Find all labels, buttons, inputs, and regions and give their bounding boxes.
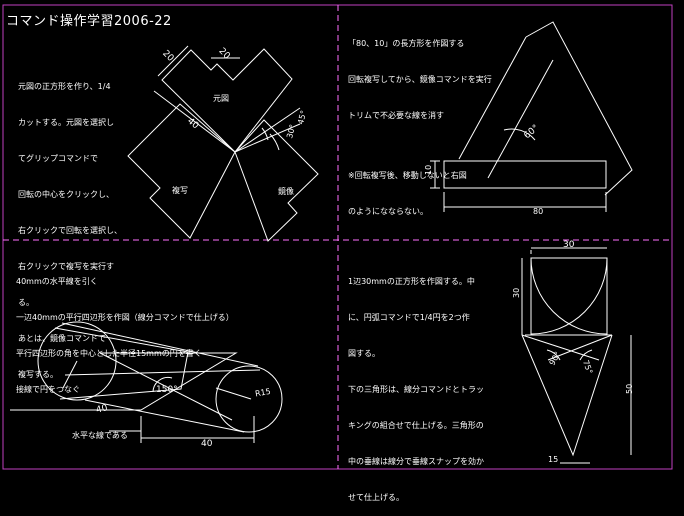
q1-dim-a: 20 [160, 49, 175, 64]
q1-label-copy: 複写 [172, 185, 188, 195]
q2-instructions: 「80、10」の長方形を作図する 回転複写してから、鏡像コマンドを実行 トリムで… [348, 14, 492, 230]
q4-line: せて仕上げる。 [348, 493, 404, 502]
q1-label-mirror: 鏡像 [278, 186, 294, 196]
q1-dim-e: 30° [285, 123, 297, 139]
q2-dim-width: 80 [533, 207, 543, 216]
q4-figure [521, 247, 632, 464]
q1-label-original: 元図 [213, 94, 229, 103]
q1-line: 回転の中心をクリックし、 [18, 190, 114, 199]
q4-dim-angle-2: 75° [581, 359, 594, 375]
q2-dim-angle: 60° [522, 123, 541, 141]
q1-line: カットする。元図を選択し [18, 118, 114, 127]
q1-line: る。 [18, 298, 34, 307]
q3-line: 40mmの水平線を引く [16, 277, 98, 286]
q3-dim-radius: R15 [254, 387, 271, 399]
q4-line: 下の三角形は、線分コマンドとトラッ [348, 385, 484, 394]
q4-line: に、円弧コマンドで1/4円を2つ作 [348, 313, 470, 322]
q1-dim-c: 40 [185, 116, 200, 131]
q4-instructions: 1辺30mmの正方形を作図する。中 に、円弧コマンドで1/4円を2つ作 図する。… [348, 252, 484, 516]
q2-figure [430, 21, 633, 212]
q1-line: 元図の正方形を作り、1/4 [18, 82, 111, 91]
q4-dim-angle-1: 90° [548, 350, 563, 367]
q4-dim-height: 50 [625, 384, 634, 394]
q2-line: のようになならない。 [348, 207, 428, 216]
page-title: コマンド操作学習2006-22 [6, 14, 172, 29]
q3-dim-angle: 150° [156, 385, 178, 395]
q4-dim-side: 30 [512, 288, 521, 298]
q1-instructions: 元図の正方形を作り、1/4 カットする。元図を選択し てグリップコマンドで 回転… [18, 57, 122, 393]
q3-note-horizontal: 水平な線である [72, 430, 128, 440]
q1-line: あとは、鏡像コマンドで [18, 334, 106, 343]
q1-dim-b: 20 [217, 46, 232, 61]
q2-line: ※回転複写後、移動しないと右図 [348, 171, 467, 180]
cad-drawing-canvas[interactable]: 20 20 40 45° 30° 元図 複写 鏡像 60° 10 80 [0, 0, 684, 477]
q1-line: 右クリックで複写を実行す [18, 262, 114, 271]
q2-line: 「80、10」の長方形を作図する [348, 39, 465, 48]
q3-instructions: 40mmの水平線を引く 一辺40mmの平行四辺形を作図（線分コマンドで仕上げる）… [16, 252, 234, 408]
q1-dim-d: 45° [296, 109, 308, 125]
q1-figure [127, 45, 319, 242]
q1-line: 複写する。 [18, 370, 58, 379]
q2-line: 回転複写してから、鏡像コマンドを実行 [348, 75, 492, 84]
q3-line: 平行四辺形の角を中心とした半径15mmの円を書く [16, 349, 202, 358]
q3-dim-base: 40 [201, 439, 213, 449]
q4-line: 中の垂線は線分で垂線スナップを効か [348, 457, 484, 466]
q4-dim-bottom: 15 [548, 455, 558, 464]
q4-line: キングの組合せで仕上げる。三角形の [348, 421, 484, 430]
q4-dim-top: 30 [563, 240, 575, 250]
q3-line: 一辺40mmの平行四辺形を作図（線分コマンドで仕上げる） [16, 313, 234, 322]
q1-line: 右クリックで回転を選択し、 [18, 226, 122, 235]
q2-line: トリムで不必要な線を消す [348, 111, 444, 120]
q4-line: 図する。 [348, 349, 380, 358]
q4-line: 1辺30mmの正方形を作図する。中 [348, 277, 475, 286]
q3-dim-side: 40 [95, 403, 109, 416]
q3-line: 接線で円をつなぐ [16, 385, 80, 394]
q3-figure [10, 321, 283, 443]
q1-line: てグリップコマンドで [18, 154, 98, 163]
q2-dim-height: 10 [424, 165, 433, 175]
